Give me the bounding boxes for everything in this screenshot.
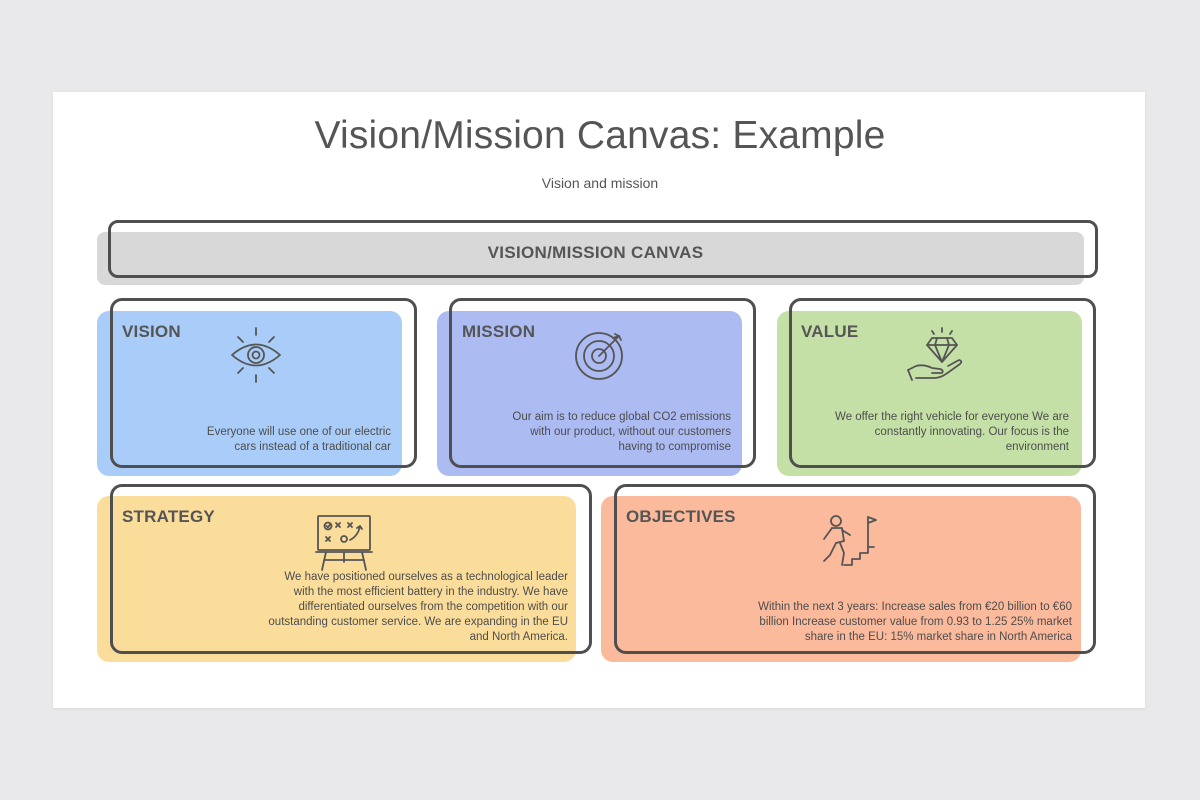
page-title: Vision/Mission Canvas: Example xyxy=(314,114,886,157)
diamond-hand-icon xyxy=(904,326,966,384)
value-text: We offer the right vehicle for everyone … xyxy=(835,411,1069,453)
climbing-flag-icon xyxy=(818,513,878,571)
page-subtitle: Vision and mission xyxy=(541,175,659,191)
objectives-title: OBJECTIVES xyxy=(626,507,736,526)
value-card xyxy=(777,311,1082,476)
strategy-board-icon xyxy=(314,512,374,572)
value-title: VALUE xyxy=(801,322,859,341)
banner-outline xyxy=(108,220,1098,278)
vision-card xyxy=(97,311,402,476)
strategy-card-outline xyxy=(110,484,592,654)
strategy-text: We have positioned ourselves as a techno… xyxy=(268,571,568,643)
vision-text: Everyone will use one of our electric ca… xyxy=(206,426,391,453)
banner-label: VISION/MISSION CANVAS xyxy=(487,243,704,262)
objectives-card-outline xyxy=(614,484,1096,654)
objectives-text: Within the next 3 years: Increase sales … xyxy=(758,601,1072,643)
strategy-title: STRATEGY xyxy=(122,507,215,526)
mission-card-outline xyxy=(449,298,756,468)
mission-title: MISSION xyxy=(462,322,536,341)
eye-icon xyxy=(228,326,284,384)
vision-card-outline xyxy=(110,298,417,468)
value-card-outline xyxy=(789,298,1096,468)
mission-card xyxy=(437,311,742,476)
mission-text: Our aim is to reduce global CO2 emission… xyxy=(512,411,731,453)
vision-title: VISION xyxy=(122,322,181,341)
target-icon xyxy=(573,328,627,382)
